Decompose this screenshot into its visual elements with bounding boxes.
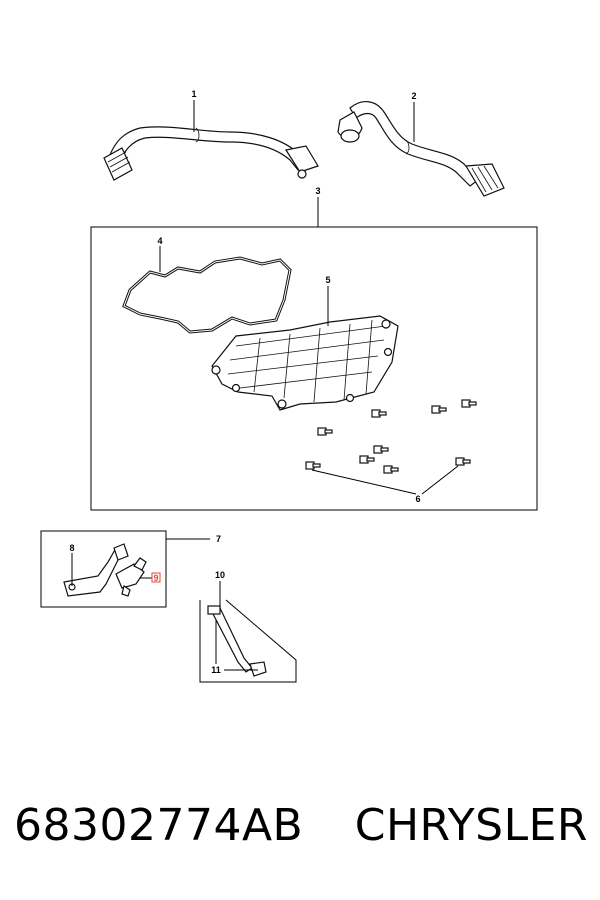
sensor-box-part-7 xyxy=(40,530,167,608)
parts-diagram: 1 2 3 4 5 xyxy=(40,89,538,683)
tube-box xyxy=(199,599,297,683)
callout-11: 11 xyxy=(211,665,221,675)
callout-9-highlight xyxy=(151,572,161,583)
leader-6b xyxy=(421,465,459,495)
part-number: 68302774AB xyxy=(14,800,304,851)
callout-7: 7 xyxy=(216,534,221,544)
gasket-part-4 xyxy=(122,256,292,334)
hose-part-1 xyxy=(103,126,319,181)
bracket-part-8 xyxy=(63,543,129,597)
tube-part-10 xyxy=(207,605,267,677)
assembly-box-part-3 xyxy=(90,226,538,511)
leader-6a xyxy=(311,469,417,495)
callout-8: 8 xyxy=(69,543,74,553)
callout-6: 6 xyxy=(415,494,420,504)
callout-1: 1 xyxy=(191,89,196,99)
callout-9: 9 xyxy=(153,573,158,583)
callout-4: 4 xyxy=(157,236,162,246)
callout-10: 10 xyxy=(215,570,225,580)
sensor-part-9 xyxy=(115,557,147,597)
bolts-part-6 xyxy=(305,399,477,474)
callout-3: 3 xyxy=(315,186,320,196)
callout-2: 2 xyxy=(411,91,416,101)
cover-plate-part-5 xyxy=(211,315,399,411)
footer: 68302774AB CHRYSLER xyxy=(0,800,600,860)
brand-name: CHRYSLER xyxy=(354,800,588,851)
hose-part-2 xyxy=(337,101,505,197)
callout-5: 5 xyxy=(325,275,330,285)
